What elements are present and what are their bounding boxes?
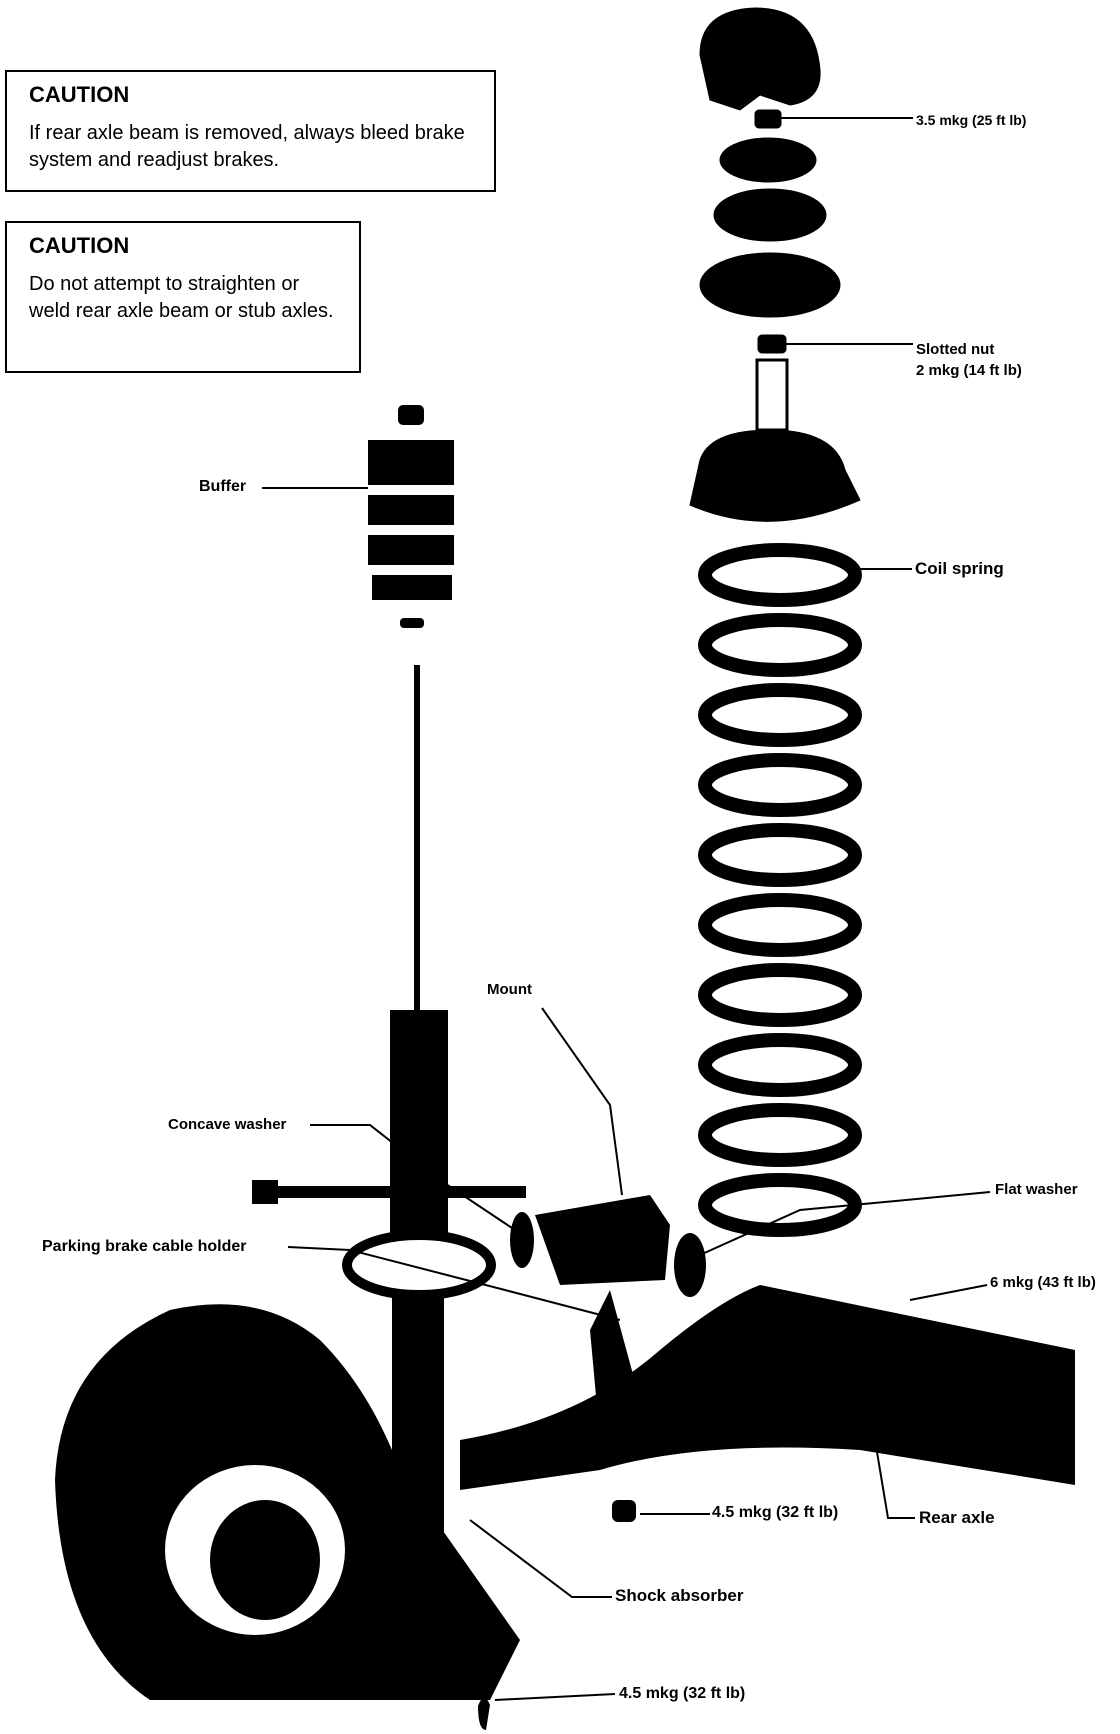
- mount-label: Mount: [487, 981, 532, 998]
- caution-text: If rear axle beam is removed, always ble…: [29, 122, 465, 171]
- coil-spring-label: Coil spring: [915, 559, 1004, 578]
- mount-part: [510, 1195, 706, 1297]
- slotted-nut-part: [757, 334, 787, 354]
- slotted-nut-label: Slotted nut: [916, 341, 995, 358]
- shock-absorber-label: Shock absorber: [615, 1586, 744, 1605]
- buffer-label: Buffer: [199, 478, 247, 495]
- caution-box-2: CAUTION Do not attempt to straighten or …: [5, 221, 361, 373]
- top-cap: [699, 7, 821, 111]
- axle-nut: [612, 1500, 636, 1522]
- rear-axle-part: [460, 1285, 1075, 1490]
- rear-axle-label: Rear axle: [919, 1508, 995, 1527]
- leader-lines: [262, 117, 991, 1701]
- caution-box-1: CAUTION If rear axle beam is removed, al…: [5, 70, 496, 192]
- mount-washer-2: [713, 188, 827, 242]
- bottom-nut: [478, 1697, 490, 1730]
- mount-washer-3: [699, 252, 841, 318]
- buffer-part: [368, 405, 454, 628]
- spring-seat: [689, 429, 861, 522]
- top-nut: [754, 109, 782, 129]
- concave-washer-label: Concave washer: [168, 1116, 287, 1133]
- mount-washer-1: [719, 137, 817, 183]
- coil-spring-part: [698, 543, 862, 1237]
- brake-drum-part: [55, 1304, 520, 1700]
- caution-text: Do not attempt to straighten or weld rea…: [29, 273, 334, 322]
- torque-label-bottom: 4.5 mkg (32 ft lb): [619, 1685, 746, 1702]
- rod-top: [755, 358, 789, 432]
- mount-bolt: [252, 1180, 526, 1204]
- flat-washer-label: Flat washer: [995, 1181, 1078, 1198]
- caution-heading: CAUTION: [29, 82, 130, 107]
- slotted-nut-torque-label: 2 mkg (14 ft lb): [916, 362, 1022, 379]
- caution-heading: CAUTION: [29, 233, 130, 258]
- shock-absorber-part: [342, 665, 496, 1550]
- torque-label-top: 3.5 mkg (25 ft lb): [916, 112, 1027, 128]
- torque-label-mid: 4.5 mkg (32 ft lb): [712, 1504, 839, 1521]
- torque-label-6: 6 mkg (43 ft lb): [990, 1274, 1096, 1291]
- parking-brake-cable-holder-label: Parking brake cable holder: [42, 1238, 247, 1255]
